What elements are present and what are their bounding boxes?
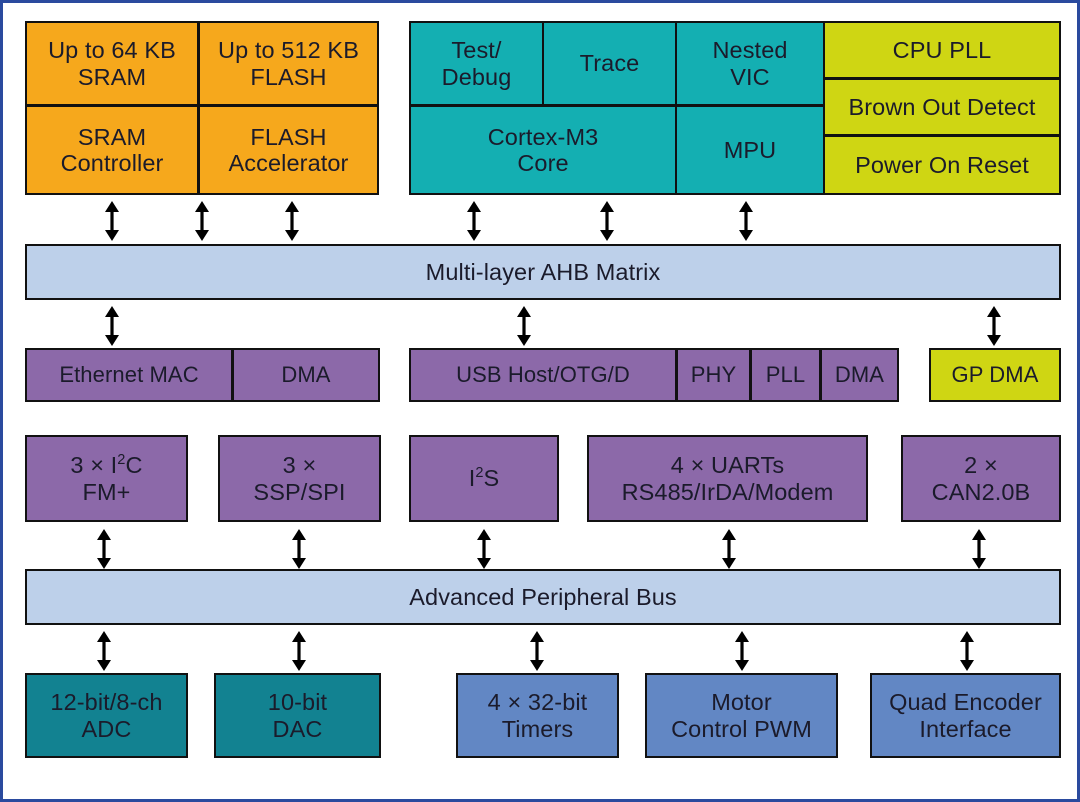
connector-sram-to-ahb (102, 201, 122, 241)
block-sram-controller: SRAM Controller (25, 105, 199, 195)
block-uarts: 4 × UARTs RS485/IrDA/Modem (587, 435, 868, 522)
connector-i2c-to-apb (94, 529, 114, 569)
block-i2c-line2: FM+ (82, 478, 131, 505)
block-usb-dma: DMA (820, 348, 899, 402)
connector-sspspi-to-apb (289, 529, 309, 569)
block-usb-pll: PLL (750, 348, 821, 402)
block-i2s: I2S (409, 435, 559, 522)
block-power-on-reset: Power On Reset (823, 135, 1061, 195)
connector-apb-to-dac (289, 631, 309, 671)
connector-core-to-ahb-1 (464, 201, 484, 241)
connector-can-to-apb (969, 529, 989, 569)
block-motor-control-pwm: Motor Control PWM (645, 673, 838, 758)
block-usb-phy: PHY (676, 348, 751, 402)
connector-i2s-to-apb (474, 529, 494, 569)
block-i2c: 3 × I2C FM+ (25, 435, 188, 522)
block-gp-dma: GP DMA (929, 348, 1061, 402)
connector-ahb-to-usb (514, 306, 534, 346)
block-ethernet-dma: DMA (232, 348, 380, 402)
block-adc: 12-bit/8-ch ADC (25, 673, 188, 758)
block-nested-vic: Nested VIC (675, 21, 825, 106)
connector-apb-to-motor-pwm (732, 631, 752, 671)
connector-apb-to-quad-encoder (957, 631, 977, 671)
block-cortex-m3-core: Cortex-M3 Core (409, 105, 677, 195)
connector-sramctrl-to-ahb (192, 201, 212, 241)
block-dac: 10-bit DAC (214, 673, 381, 758)
block-advanced-peripheral-bus: Advanced Peripheral Bus (25, 569, 1061, 625)
block-quad-encoder-interface: Quad Encoder Interface (870, 673, 1061, 758)
connector-uarts-to-apb (719, 529, 739, 569)
block-ssp-spi: 3 × SSP/SPI (218, 435, 381, 522)
block-flash-accelerator: FLASH Accelerator (198, 105, 379, 195)
block-mpu: MPU (675, 105, 825, 195)
connector-apb-to-adc (94, 631, 114, 671)
connector-core-to-ahb-2 (597, 201, 617, 241)
block-usb-host-otg-device: USB Host/OTG/D (409, 348, 677, 402)
block-ethernet-mac: Ethernet MAC (25, 348, 233, 402)
block-i2s-line1: I2S (468, 465, 500, 492)
block-trace: Trace (542, 21, 677, 106)
block-timers: 4 × 32-bit Timers (456, 673, 619, 758)
block-flash: Up to 512 KB FLASH (198, 21, 379, 106)
block-sram: Up to 64 KB SRAM (25, 21, 199, 106)
connector-ahb-to-ethernet (102, 306, 122, 346)
block-can: 2 × CAN2.0B (901, 435, 1061, 522)
connector-mpu-to-ahb (736, 201, 756, 241)
diagram-canvas: Up to 64 KB SRAM Up to 512 KB FLASH SRAM… (3, 3, 1077, 799)
block-ahb-matrix: Multi-layer AHB Matrix (25, 244, 1061, 300)
block-i2c-line1: 3 × I2C (70, 452, 143, 479)
block-cpu-pll: CPU PLL (823, 21, 1061, 79)
connector-ahb-to-gpdma (984, 306, 1004, 346)
block-brown-out-detect: Brown Out Detect (823, 78, 1061, 136)
connector-apb-to-timers (527, 631, 547, 671)
block-test-debug: Test/ Debug (409, 21, 544, 106)
connector-flash-to-ahb (282, 201, 302, 241)
